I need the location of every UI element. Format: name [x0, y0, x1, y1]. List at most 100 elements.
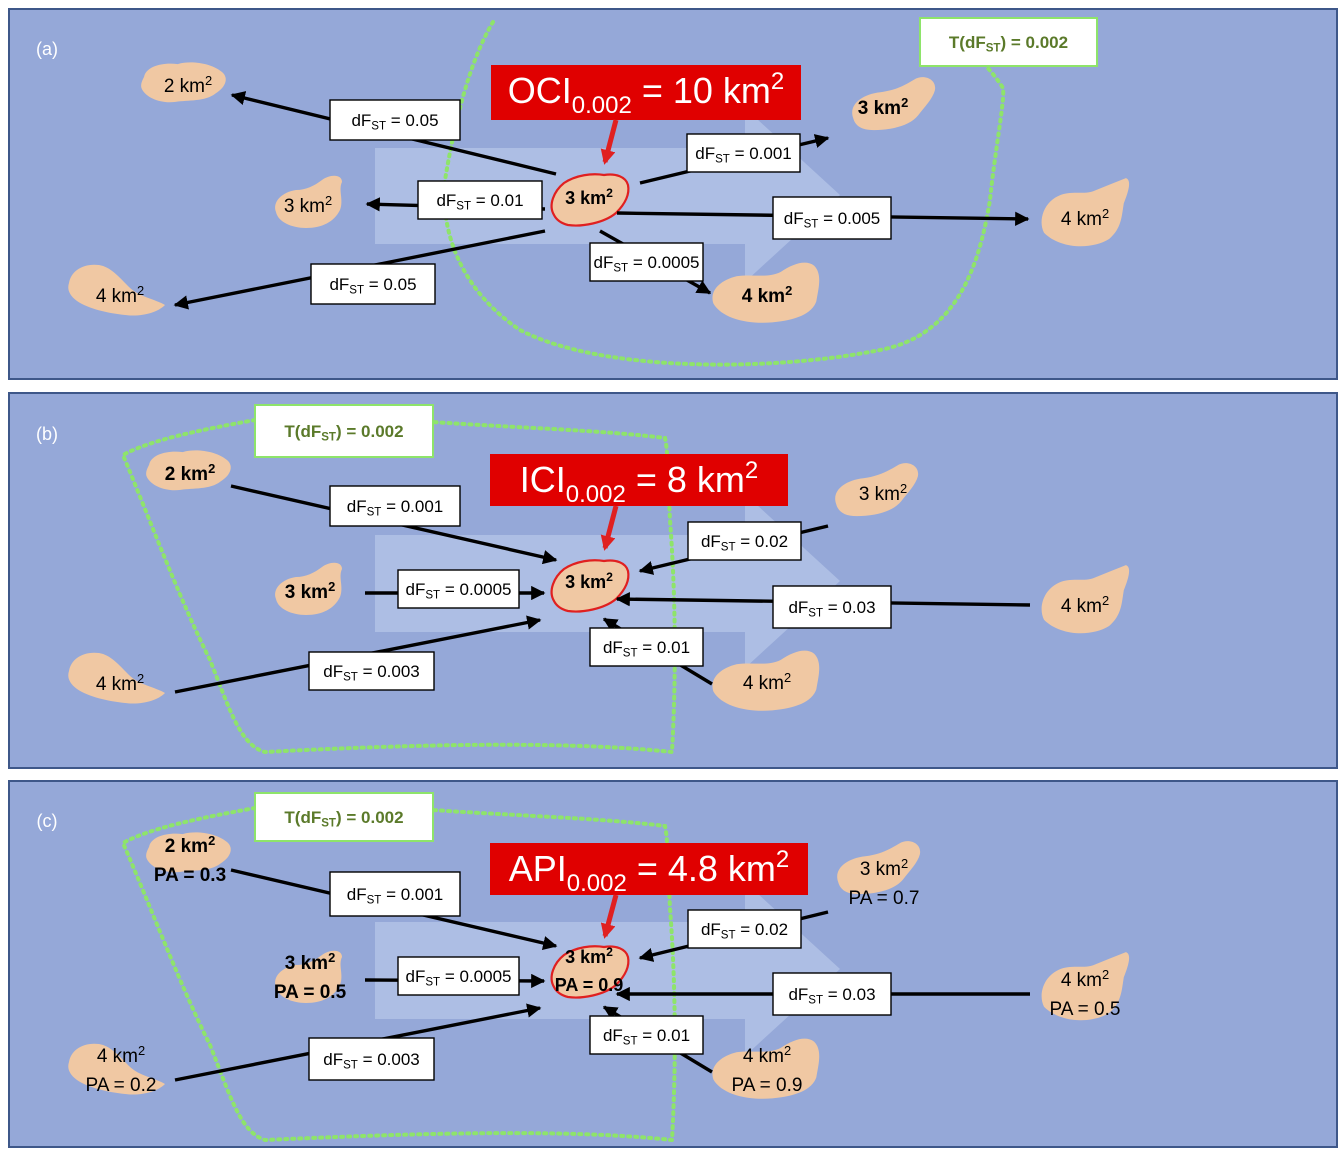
dfst-box: [308, 651, 435, 691]
island-shape: [1041, 178, 1130, 247]
dfst-label-mid-left: dFST = 0.01: [417, 180, 543, 220]
habitat-patch-mid-left: [275, 175, 342, 228]
island-shape: [837, 841, 921, 895]
dfst-label-bottom-right: dFST = 0.01: [589, 1015, 704, 1055]
focal-patch-shape: [550, 173, 630, 227]
threshold-boundary: [120, 418, 677, 755]
habitat-patch-bottom-right: [712, 1038, 820, 1099]
dfst-box: [686, 133, 801, 173]
habitat-patch-top-left: [141, 62, 226, 103]
dfst-label-far-right: dFST = 0.03: [772, 972, 892, 1016]
dfst-label-top-right: dFST = 0.02: [687, 909, 802, 949]
patch-area-mid-left: 3 km2: [285, 579, 336, 603]
threshold-boundary: [442, 20, 1006, 367]
habitat-patch-bottom-left: [68, 1043, 165, 1095]
dfst-label-mid-left: dFST = 0.0005: [397, 569, 520, 609]
threshold-box: [919, 17, 1098, 67]
dfst-text: dFST = 0.0005: [594, 253, 700, 275]
dfst-label-bottom-left: dFST = 0.003: [308, 1037, 435, 1081]
habitat-patch-bottom-right: [712, 650, 820, 711]
metric-box: [490, 454, 788, 506]
dfst-box: [308, 1037, 435, 1081]
focal-area-label: 3 km2: [565, 945, 613, 967]
island-shape: [852, 77, 936, 131]
habitat-patch-mid-left: [275, 950, 342, 1003]
focal-patch: [550, 173, 630, 227]
metric-banner: ICI0.002 = 8 km2: [490, 454, 788, 508]
dfst-box: [687, 521, 802, 561]
island-shape: [68, 652, 165, 704]
island-shape: [1041, 565, 1130, 634]
focal-area-label: 3 km2: [565, 570, 613, 592]
patch-area-bottom-left: 4 km2: [97, 1043, 145, 1067]
dfst-text: dFST = 0.03: [788, 985, 875, 1007]
patch-area-top-left: 2 km2: [164, 73, 212, 97]
habitat-patch-bottom-right: [712, 262, 820, 323]
dfst-label-bottom-left: dFST = 0.05: [310, 263, 436, 305]
patch-pa-top-left: PA = 0.3: [154, 865, 226, 886]
patch-area-far-right: 4 km2: [1061, 593, 1109, 617]
patch-area-bottom-left: 4 km2: [96, 283, 144, 307]
dfst-text: dFST = 0.02: [701, 920, 788, 942]
dfst-box: [417, 180, 543, 220]
dfst-box: [589, 627, 704, 667]
patch-area-far-right: 4 km2: [1061, 206, 1109, 230]
island-shape: [275, 175, 342, 228]
dfst-text: dFST = 0.001: [347, 497, 444, 519]
island-shape: [712, 650, 820, 711]
dfst-label-far-right: dFST = 0.03: [772, 585, 892, 629]
metric-pointer-arrow: [600, 894, 619, 939]
habitat-patch-top-right: [835, 463, 919, 517]
dfst-text: dFST = 0.001: [695, 144, 792, 166]
patch-pa-bottom-left: PA = 0.2: [86, 1075, 157, 1096]
dfst-text: dFST = 0.05: [329, 275, 416, 297]
dfst-text: dFST = 0.005: [784, 209, 881, 231]
dfst-box: [310, 263, 436, 305]
panel-tag: (b): [36, 424, 58, 444]
dfst-text: dFST = 0.001: [347, 885, 444, 907]
patch-pa-bottom-right: PA = 0.9: [732, 1075, 803, 1096]
habitat-patch-top-left: [146, 832, 231, 873]
dfst-label-far-right: dFST = 0.005: [772, 196, 892, 240]
dfst-box: [329, 871, 461, 917]
habitat-patch-mid-left: [275, 562, 342, 615]
panel-tag: (c): [37, 811, 58, 831]
dfst-text: dFST = 0.02: [701, 532, 788, 554]
patch-area-bottom-right: 4 km2: [743, 1043, 791, 1067]
island-shape: [1041, 952, 1130, 1021]
metric-banner: OCI0.002 = 10 km2: [491, 65, 801, 120]
threshold-label: T(dFST) = 0.002: [254, 404, 434, 458]
dfst-label-top-left: dFST = 0.001: [329, 871, 461, 917]
habitat-patch-bottom-left: [68, 652, 165, 704]
patch-area-bottom-left: 4 km2: [96, 671, 144, 695]
habitat-patch-far-right: [1041, 952, 1130, 1021]
threshold-box: [254, 792, 434, 842]
dfst-box: [687, 909, 802, 949]
panel-c: dFST = 0.001 dFST = 0.0005 dFST = 0.003 dFS…: [8, 780, 1338, 1148]
dfst-box: [397, 569, 520, 609]
dfst-box: [589, 1015, 704, 1055]
dfst-box: [329, 485, 461, 527]
patch-area-top-right: 3 km2: [860, 856, 908, 880]
dfst-label-top-left: dFST = 0.05: [329, 99, 461, 141]
metric-box: [490, 843, 808, 895]
patch-area-bottom-right: 4 km2: [743, 670, 791, 694]
habitat-patch-top-right: [852, 77, 936, 131]
island-shape: [275, 562, 342, 615]
dfst-label-top-left: dFST = 0.001: [329, 485, 461, 527]
dfst-text: dFST = 0.0005: [406, 967, 512, 989]
metric-text: ICI0.002 = 8 km2: [520, 457, 758, 508]
island-shape: [68, 1043, 165, 1095]
dfst-box: [589, 242, 704, 282]
patch-pa-top-right: PA = 0.7: [849, 888, 920, 909]
threshold-boundary: [120, 806, 677, 1143]
island-shape: [146, 450, 231, 491]
dfst-text: dFST = 0.003: [323, 662, 420, 684]
island-shape: [712, 1038, 820, 1099]
island-shape: [712, 262, 820, 323]
threshold-label: T(dFST) = 0.002: [919, 17, 1098, 67]
metric-pointer-arrow: [600, 505, 619, 551]
patch-area-top-left: 2 km2: [165, 833, 216, 857]
threshold-text: T(dFST) = 0.002: [284, 808, 403, 830]
focal-pa-label: PA = 0.9: [555, 975, 624, 995]
